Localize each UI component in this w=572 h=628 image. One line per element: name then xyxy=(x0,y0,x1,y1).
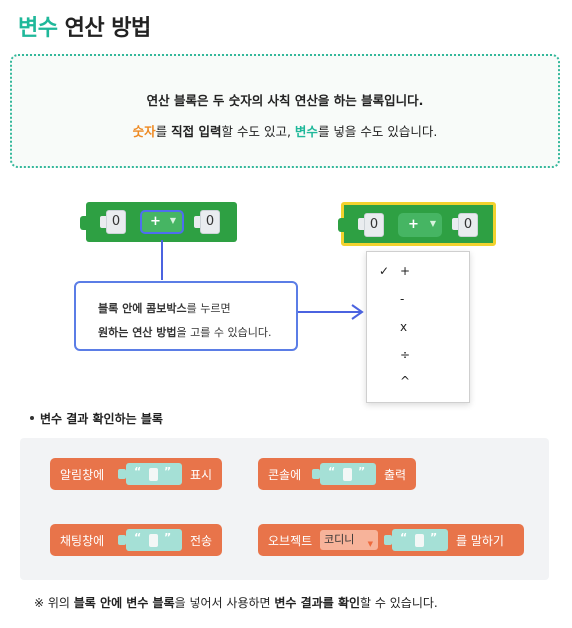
chevron-down-icon: ▼ xyxy=(429,219,436,228)
block-label: 콘솔에 xyxy=(268,468,302,482)
string-input[interactable]: “ ” xyxy=(312,463,376,485)
slot-tab xyxy=(452,218,460,230)
info-box: 연산 블록은 두 숫자의 사칙 연산을 하는 블록입니다. 숫자를 직접 입력할… xyxy=(10,54,560,168)
callout-bold-1: 블록 안에 콤보박스 xyxy=(98,302,187,315)
quote-close-icon: ” xyxy=(164,531,172,544)
info-text-2: 할 수도 있고, xyxy=(221,124,295,139)
footer-note: ※ 위의 블록 안에 변수 블록을 넣어서 사용하면 변수 결과를 확인할 수 … xyxy=(34,594,438,611)
operator-combobox[interactable]: + ▼ xyxy=(140,210,184,234)
block-tail-label: 출력 xyxy=(384,468,407,482)
connector-line xyxy=(161,240,163,280)
block-pin xyxy=(118,469,126,479)
block-notch xyxy=(338,218,348,232)
info-line-1: 연산 블록은 두 숫자의 사칙 연산을 하는 블록입니다. xyxy=(146,93,424,108)
quote-open-icon: “ xyxy=(328,465,336,478)
number-input-b[interactable]: 0 xyxy=(458,213,478,237)
operation-block-right[interactable]: 0 + ▼ 0 xyxy=(338,202,496,246)
info-text-1: 를 xyxy=(155,124,172,139)
dropdown-item-power[interactable]: ^ xyxy=(367,374,469,394)
page-title: 변수 연산 방법 xyxy=(18,10,151,42)
block-pin xyxy=(118,535,126,545)
info-line-2: 숫자를 직접 입력할 수도 있고, 변수를 넣을 수도 있습니다. xyxy=(12,121,558,140)
quote-close-icon: ” xyxy=(358,465,366,478)
dropdown-item-multiply[interactable]: x xyxy=(367,320,469,340)
block-tail-label: 를 말하기 xyxy=(456,534,504,548)
text-slot xyxy=(149,534,158,547)
string-input[interactable]: “ ” xyxy=(384,529,448,551)
quote-open-icon: “ xyxy=(134,531,142,544)
quote-open-icon: “ xyxy=(400,531,408,544)
bullet-icon xyxy=(30,415,34,420)
block-label: 알림창에 xyxy=(60,468,105,482)
info-direct-input: 직접 입력 xyxy=(171,124,222,139)
dropdown-item-minus[interactable]: - xyxy=(367,292,469,312)
dropdown-item-plus[interactable]: ✓ + xyxy=(367,264,469,284)
string-input[interactable]: “ ” xyxy=(118,529,182,551)
block-pin xyxy=(312,469,320,479)
text-slot xyxy=(415,534,424,547)
callout-bold-2: 원하는 연산 방법 xyxy=(98,326,177,339)
number-input-b[interactable]: 0 xyxy=(200,210,220,234)
text-slot xyxy=(149,468,158,481)
object-combobox[interactable]: 코디니 ▼ xyxy=(320,530,378,550)
block-label: 채팅창에 xyxy=(60,534,105,548)
dropdown-item-label: - xyxy=(400,292,405,306)
callout-text-1: 를 누르면 xyxy=(186,302,231,315)
section-heading-text: 변수 결과 확인하는 블록 xyxy=(40,412,163,426)
callout-line-2: 원하는 연산 방법을 고를 수 있습니다. xyxy=(98,324,271,340)
slot-tab xyxy=(194,216,202,228)
info-variable-word: 변수 xyxy=(294,124,318,139)
dropdown-item-label: x xyxy=(400,320,408,334)
number-input-a[interactable]: 0 xyxy=(364,213,384,237)
slot-tab xyxy=(358,218,366,230)
console-block[interactable]: 콘솔에 “ ” 출력 xyxy=(258,458,416,490)
callout-text-2: 을 고를 수 있습니다. xyxy=(176,326,272,339)
check-icon: ✓ xyxy=(379,264,390,278)
dropdown-item-label: ÷ xyxy=(400,348,411,362)
blocks-panel: 알림창에 “ ” 표시 콘솔에 “ ” 출력 채팅창에 “ ” 전송 오브젝 xyxy=(20,438,549,580)
callout-line-1: 블록 안에 콤보박스를 누르면 xyxy=(98,300,231,316)
dropdown-item-label: ^ xyxy=(400,374,411,388)
block-label: 오브젝트 xyxy=(268,534,313,548)
title-rest: 연산 방법 xyxy=(57,16,152,41)
info-number-word: 숫자 xyxy=(132,124,156,139)
operator-dropdown-menu: ✓ + - x ÷ ^ xyxy=(366,251,470,403)
block-tail-label: 전송 xyxy=(190,534,213,548)
text-slot xyxy=(343,468,352,481)
chevron-down-icon: ▼ xyxy=(367,540,373,548)
dropdown-item-label: + xyxy=(400,264,411,278)
quote-close-icon: ” xyxy=(430,531,438,544)
section-heading: 변수 결과 확인하는 블록 xyxy=(30,410,163,427)
block-notch xyxy=(80,216,90,230)
combo-value: 코디니 xyxy=(324,533,355,546)
string-input[interactable]: “ ” xyxy=(118,463,182,485)
arrow-right-icon xyxy=(298,304,364,320)
operator-symbol: + xyxy=(408,217,419,232)
number-input-a[interactable]: 0 xyxy=(106,210,126,234)
chevron-down-icon: ▼ xyxy=(169,216,176,225)
footer-text-1: ※ 위의 xyxy=(34,596,74,610)
footer-bold-1: 블록 안에 변수 블록 xyxy=(73,596,175,610)
operator-symbol: + xyxy=(150,214,161,229)
footer-text-2: 을 넣어서 사용하면 xyxy=(174,596,275,610)
callout-box: 블록 안에 콤보박스를 누르면 원하는 연산 방법을 고를 수 있습니다. xyxy=(74,281,298,351)
block-pin xyxy=(384,535,392,545)
operation-block-left[interactable]: 0 + ▼ 0 xyxy=(80,202,237,242)
chat-block[interactable]: 채팅창에 “ ” 전송 xyxy=(50,524,222,556)
quote-close-icon: ” xyxy=(164,465,172,478)
block-tail-label: 표시 xyxy=(190,468,213,482)
footer-bold-2: 변수 결과를 확인 xyxy=(274,596,361,610)
quote-open-icon: “ xyxy=(134,465,142,478)
slot-tab xyxy=(100,216,108,228)
operator-combobox[interactable]: + ▼ xyxy=(398,213,442,237)
title-accent: 변수 xyxy=(18,16,58,41)
alert-block[interactable]: 알림창에 “ ” 표시 xyxy=(50,458,222,490)
object-say-block[interactable]: 오브젝트 코디니 ▼ “ ” 를 말하기 xyxy=(258,524,524,556)
dropdown-item-divide[interactable]: ÷ xyxy=(367,348,469,368)
info-text-3: 를 넣을 수도 있습니다. xyxy=(317,124,438,139)
footer-text-3: 할 수 있습니다. xyxy=(360,596,438,610)
